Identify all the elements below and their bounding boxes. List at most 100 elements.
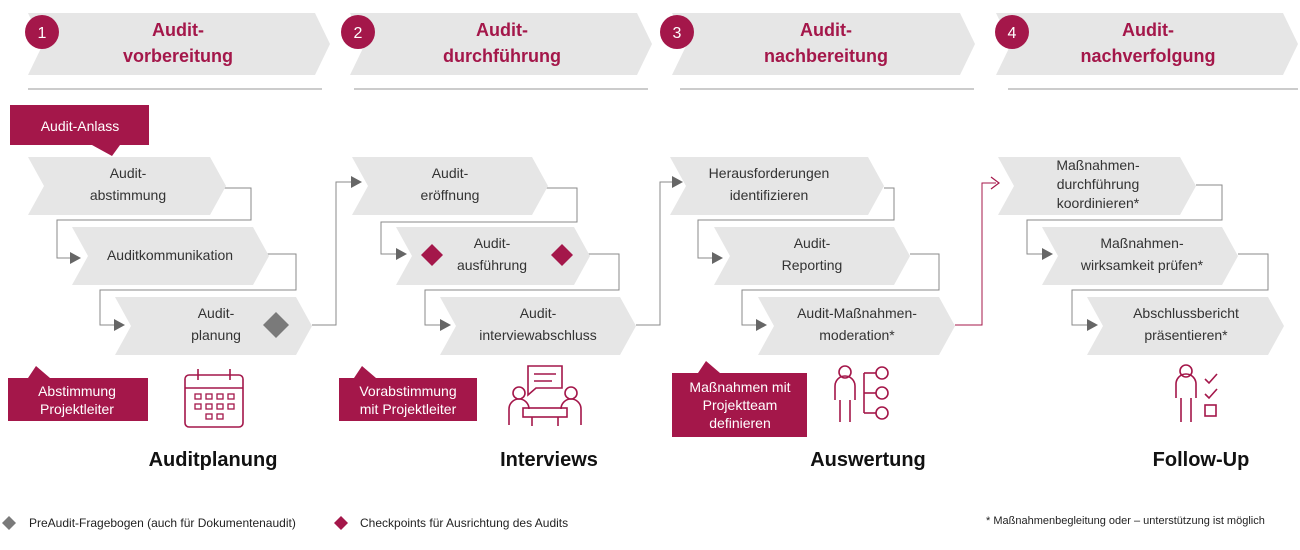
callout-line3: definieren [709, 415, 771, 431]
phase-number: 4 [1008, 25, 1017, 42]
step-connectors [56, 181, 1269, 326]
step-chevron [352, 157, 548, 215]
phase-title-line1: Audit- [1122, 20, 1174, 40]
step-label-line2: präsentieren* [1144, 327, 1228, 343]
step-audit-eroeffnung: Audit- eröffnung [352, 157, 548, 215]
phase-title-line2: nachverfolgung [1080, 46, 1215, 66]
callout-line2: mit Projektleiter [360, 401, 457, 417]
step-chevron [28, 157, 226, 215]
connector [1026, 184, 1223, 255]
section-title-auswertung: Auswertung [810, 449, 926, 471]
phase-title-line2: durchführung [443, 46, 561, 66]
step-chevron [714, 227, 910, 285]
step-label-line1: Auditkommunikation [107, 247, 233, 263]
checkpoint-diamond-icon [551, 244, 573, 266]
callout-box [8, 366, 148, 421]
step-label-line1: Abschlussbericht [1133, 305, 1239, 321]
connector-accent [955, 182, 996, 326]
step-audit-interviewabschluss: Audit- interviewabschluss [440, 297, 636, 355]
callout-pointer [92, 145, 120, 156]
step-label-line1: Audit- [432, 165, 469, 181]
step-audit-abstimmung: Audit- abstimmung [28, 157, 226, 215]
step-label-line1: Maßnahmen- [1056, 157, 1140, 173]
phase-number-badge [660, 15, 694, 49]
section-title-follow-up: Follow-Up [1153, 449, 1250, 471]
step-label-line1: Audit- [794, 235, 831, 251]
arrowhead [70, 252, 81, 264]
phase-number: 1 [38, 25, 47, 42]
phase-number-badge [341, 15, 375, 49]
arrowheads [70, 176, 1098, 331]
phase-title-line2: nachbereitung [764, 46, 888, 66]
connector [697, 187, 895, 259]
step-label-line1: Audit-Maßnahmen- [797, 305, 917, 321]
step-chevron [440, 297, 636, 355]
arrowhead [114, 319, 125, 331]
step-chevron [396, 227, 590, 285]
step-audit-massnahmen-moderation: Audit-Maßnahmen- moderation* [758, 297, 955, 355]
step-massnahmen-durchfuehrung: Maßnahmen- durchführung koordinieren* [998, 157, 1196, 215]
step-label-line2: Reporting [782, 257, 843, 273]
step-label-line1: Herausforderungen [709, 165, 830, 181]
person-network-icon [834, 365, 889, 422]
step-chevron [72, 227, 269, 285]
step-audit-ausfuehrung: Audit- ausführung [396, 227, 590, 285]
step-label-line1: Maßnahmen- [1100, 235, 1184, 251]
step-label-line2: durchführung [1057, 176, 1140, 192]
phase-header-4: 4 Audit- nachverfolgung [995, 13, 1298, 90]
connector [56, 187, 252, 259]
connector [99, 253, 297, 326]
callout-line1: Vorabstimmung [359, 383, 456, 399]
step-label-line1: Audit- [474, 235, 511, 251]
arrowhead [1087, 319, 1098, 331]
callout-abstimmung-projektleiter: Abstimmung Projektleiter [8, 366, 148, 421]
step-auditkommunikation: Auditkommunikation [72, 227, 269, 285]
callout-vorabstimmung: Vorabstimmung mit Projektleiter [339, 366, 477, 421]
step-chevron [670, 157, 884, 215]
phase-number: 3 [673, 25, 682, 42]
step-herausforderungen-identifizieren: Herausforderungen identifizieren [670, 157, 884, 215]
step-label-line2: moderation* [819, 327, 895, 343]
step-label-line3: koordinieren* [1057, 195, 1140, 211]
trigger-callout: Audit-Anlass [10, 105, 149, 156]
step-chevron [1042, 227, 1238, 285]
step-label-line2: planung [191, 327, 241, 343]
callout-box [672, 361, 807, 437]
phase-number-badge [25, 15, 59, 49]
preaudit-diamond-icon [263, 312, 289, 338]
legend-red-diamond-icon [334, 516, 348, 530]
step-label-line2: eröffnung [421, 187, 480, 203]
person-checklist-icon [1175, 364, 1218, 422]
arrowhead [712, 252, 723, 264]
phase-number: 2 [354, 25, 363, 42]
connector [312, 181, 352, 326]
step-label-line1: Audit- [198, 305, 235, 321]
meeting-icon [508, 365, 582, 426]
step-massnahmen-wirksamkeit: Maßnahmen- wirksamkeit prüfen* [1042, 227, 1238, 285]
step-label-line2: abstimmung [90, 187, 166, 203]
step-label-line2: interviewabschluss [479, 327, 597, 343]
phase-chevron [28, 13, 330, 75]
step-audit-planung: Audit- planung [115, 297, 312, 355]
phase-title-line2: vorbereitung [123, 46, 233, 66]
arrowhead-accent [990, 176, 1000, 190]
phase-title-line1: Audit- [152, 20, 204, 40]
callout-line1: Abstimmung [38, 383, 116, 399]
connector [380, 187, 578, 255]
connector [424, 253, 620, 326]
arrowhead [756, 319, 767, 331]
phase-chevron [350, 13, 652, 75]
step-label-line2: identifizieren [730, 187, 809, 203]
phase-chevron [996, 13, 1298, 75]
arrowhead [1042, 248, 1053, 260]
phase-chevron [672, 13, 975, 75]
step-label-line1: Audit- [110, 165, 147, 181]
step-audit-reporting: Audit- Reporting [714, 227, 910, 285]
step-label-line2: ausführung [457, 257, 527, 273]
arrowhead [440, 319, 451, 331]
phase-header-1: 1 Audit- vorbereitung [25, 13, 330, 90]
trigger-label: Audit-Anlass [41, 118, 120, 134]
step-label-line1: Audit- [520, 305, 557, 321]
phase-title-line1: Audit- [476, 20, 528, 40]
